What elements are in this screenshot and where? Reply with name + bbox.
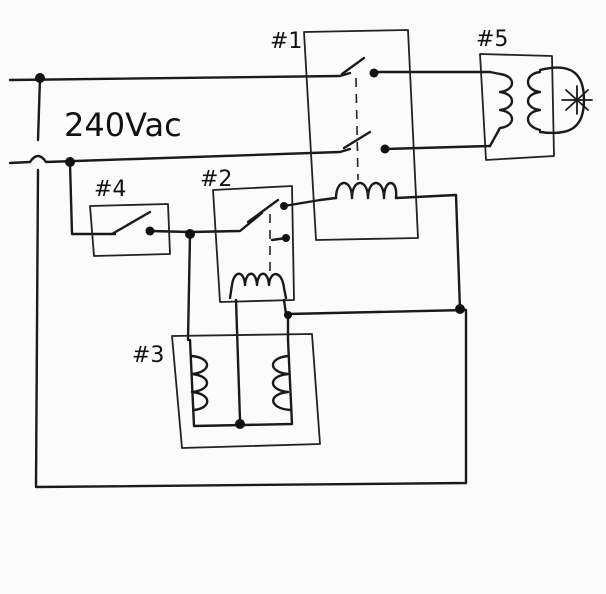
transformer3-inner [188, 338, 294, 428]
relay1-box [303, 29, 419, 241]
relay2-coil [228, 272, 288, 300]
transformer3-to-return [286, 308, 468, 342]
lamp-icon [561, 85, 593, 115]
relay1-coil-return [394, 193, 462, 312]
junction-dot [455, 304, 465, 314]
junction-dot [65, 157, 75, 167]
supply-line-top [8, 71, 352, 82]
transformer3-coil-left [190, 354, 209, 412]
junction-dot [235, 419, 245, 429]
junction-dot [35, 73, 45, 83]
switch4-box [89, 203, 171, 257]
junction-dot [185, 229, 195, 239]
component-5-label: #5 [476, 27, 508, 52]
feed-to-transformer3 [186, 232, 192, 342]
transformer5-secondary [526, 70, 542, 132]
relay2-contact [246, 198, 280, 224]
relay1-contact-bottom [342, 130, 372, 150]
component-1-label: #1 [270, 29, 302, 54]
component-2-label: #2 [200, 167, 232, 192]
supply-line-bottom [8, 147, 352, 165]
relay2-box [212, 185, 295, 303]
junction-dot [369, 68, 379, 78]
switch4-contact [110, 210, 152, 236]
junction-dot [284, 311, 292, 319]
junction-dot [380, 144, 390, 154]
transformer3-coil-right [271, 354, 292, 412]
transformer3-box [171, 333, 321, 449]
relay1-output-bottom [383, 144, 492, 151]
junction-dot [145, 226, 155, 236]
transformer5-primary [488, 70, 514, 148]
component-4-label: #4 [94, 177, 126, 202]
junction-dot [280, 202, 288, 210]
relay1-contact-top [340, 56, 366, 76]
supply-voltage-label: 240Vac [64, 106, 182, 144]
relay1-linkage [355, 77, 359, 181]
hot-tap-to-switch4 [68, 161, 117, 236]
left-return-wire [34, 76, 468, 489]
transformer5-box [479, 53, 555, 161]
relay1-coil [334, 181, 398, 200]
component-3-label: #3 [132, 343, 164, 368]
relay2-to-relay1-coil [282, 196, 338, 208]
relay2-coil-lead [234, 298, 288, 422]
junction-dot [282, 234, 290, 242]
switch4-to-relay2 [148, 211, 264, 234]
